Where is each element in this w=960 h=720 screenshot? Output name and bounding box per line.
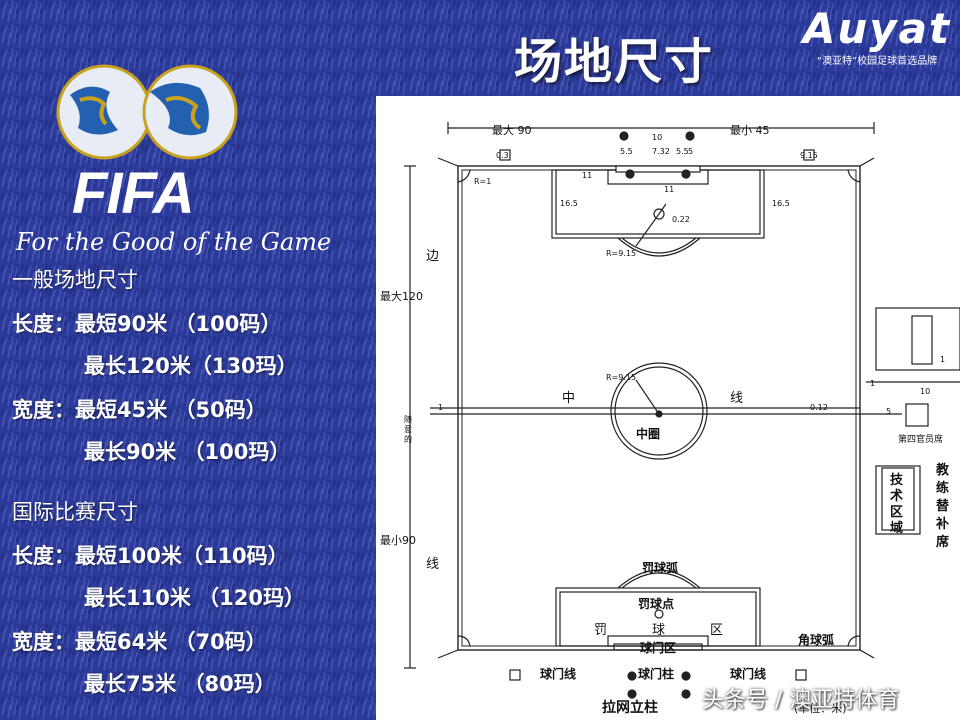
label-goal-line-right: 球门线 bbox=[730, 666, 766, 681]
dim-min-width: 最小 45 bbox=[730, 124, 770, 137]
fifa-slogan: For the Good of the Game bbox=[16, 228, 332, 256]
svg-text:11: 11 bbox=[664, 185, 674, 194]
spec-line: 宽度：最短45米 （50码） bbox=[12, 398, 267, 422]
top-penalty-arc bbox=[617, 237, 701, 257]
brand-name: Auyat bbox=[802, 4, 952, 53]
svg-text:的: 的 bbox=[404, 434, 412, 444]
svg-text:术: 术 bbox=[889, 488, 903, 504]
label-goal-line-left: 球门线 bbox=[540, 666, 576, 681]
label-center-circle: 中圈 bbox=[636, 426, 660, 441]
dim-max-length: 最大120 bbox=[380, 289, 423, 303]
spec-line: 最长120米（130玛） bbox=[84, 354, 298, 378]
svg-text:线: 线 bbox=[426, 557, 439, 572]
svg-text:教: 教 bbox=[935, 462, 950, 478]
svg-text:5.5: 5.5 bbox=[676, 147, 689, 156]
svg-text:中: 中 bbox=[562, 391, 575, 406]
fifa-wordmark: FIFA bbox=[72, 161, 195, 226]
svg-text:球: 球 bbox=[652, 623, 665, 638]
section-heading-general: 一般场地尺寸 bbox=[12, 268, 138, 292]
bottom-penalty-spot bbox=[654, 609, 664, 619]
brand-logo: Auyat “澳亚特”校园足球首选品牌 bbox=[802, 4, 952, 67]
label-penalty-arc: 罚球弧 bbox=[642, 560, 678, 575]
watermark: 头条号 / 澳亚特体育 bbox=[702, 688, 900, 713]
label-fourth-official: 第四官员席 bbox=[898, 433, 943, 445]
dim-min-length: 最小90 bbox=[380, 534, 416, 547]
slide-title: 场地尺寸 bbox=[514, 34, 715, 90]
label-penalty-spot: 罚球点 bbox=[638, 596, 674, 611]
svg-text:11: 11 bbox=[582, 171, 592, 180]
spec-line: 宽度：最短64米 （70码） bbox=[12, 630, 267, 654]
svg-text:9.15: 9.15 bbox=[800, 151, 818, 160]
spec-line: 长度：最短90米 （100码） bbox=[12, 312, 282, 336]
svg-text:1: 1 bbox=[870, 379, 875, 388]
bench-structure bbox=[875, 307, 960, 371]
svg-text:5: 5 bbox=[688, 147, 693, 156]
bottom-penalty-arc bbox=[617, 569, 701, 589]
brand-slogan: “澳亚特”校园足球首选品牌 bbox=[816, 56, 938, 67]
svg-text:7.32: 7.32 bbox=[652, 147, 670, 156]
svg-text:R=1: R=1 bbox=[474, 177, 491, 186]
label-corner-arc: 角球弧 bbox=[798, 632, 834, 647]
svg-text:替: 替 bbox=[936, 498, 950, 514]
svg-text:意: 意 bbox=[404, 424, 412, 434]
center-circle bbox=[610, 362, 708, 460]
fifa-globe-icon bbox=[56, 64, 238, 160]
svg-text:5: 5 bbox=[886, 407, 891, 416]
svg-text:随: 随 bbox=[404, 414, 412, 424]
svg-text:线: 线 bbox=[730, 391, 743, 406]
pitch-diagram: 最大 90 最小 45 10 0.3 5.5 7.32 5.5 5 9.15 1… bbox=[380, 122, 960, 716]
corner-arc bbox=[457, 169, 471, 183]
svg-text:边: 边 bbox=[426, 249, 439, 264]
spec-line: 长度：最短100米（110码） bbox=[12, 544, 289, 568]
svg-text:0.12: 0.12 bbox=[810, 403, 828, 412]
svg-text:16.5: 16.5 bbox=[560, 199, 578, 208]
svg-text:1: 1 bbox=[940, 355, 945, 364]
top-penalty-area bbox=[551, 169, 765, 239]
spec-line: 最长110米 （120玛） bbox=[84, 586, 305, 610]
svg-text:0.3: 0.3 bbox=[496, 151, 509, 160]
section-heading-international: 国际比赛尺寸 bbox=[12, 500, 138, 524]
bottom-goal-area bbox=[607, 635, 709, 647]
svg-text:R=9.15: R=9.15 bbox=[606, 249, 636, 258]
svg-text:10: 10 bbox=[920, 387, 930, 396]
fourth-official-box bbox=[905, 403, 929, 427]
label-goal-post: 球门柱 bbox=[638, 666, 674, 681]
svg-text:1: 1 bbox=[438, 403, 443, 412]
svg-text:R=9.15: R=9.15 bbox=[606, 373, 636, 382]
top-penalty-spot bbox=[653, 208, 665, 220]
label-goal-area: 球门区 bbox=[640, 640, 676, 655]
svg-text:0.22: 0.22 bbox=[672, 215, 690, 224]
spec-line: 最长90米 （100玛） bbox=[84, 440, 291, 464]
svg-text:区: 区 bbox=[710, 623, 723, 638]
svg-text:技: 技 bbox=[890, 472, 904, 488]
svg-text:域: 域 bbox=[890, 520, 903, 536]
svg-text:补: 补 bbox=[935, 516, 949, 532]
svg-text:练: 练 bbox=[936, 480, 949, 496]
svg-text:5.5: 5.5 bbox=[620, 147, 633, 156]
dim-goal-posts: 10 bbox=[652, 133, 662, 142]
technical-area-box bbox=[875, 465, 921, 535]
label-unit-note: (单位：米) bbox=[794, 701, 847, 715]
svg-text:区: 区 bbox=[890, 505, 903, 520]
svg-text:席: 席 bbox=[936, 534, 949, 550]
spec-line: 最长75米 （80玛） bbox=[84, 672, 276, 696]
svg-text:罚: 罚 bbox=[594, 623, 607, 638]
label-net-post: 拉网立柱 bbox=[602, 699, 658, 716]
svg-text:16.5: 16.5 bbox=[772, 199, 790, 208]
dim-max-width: 最大 90 bbox=[492, 123, 532, 137]
